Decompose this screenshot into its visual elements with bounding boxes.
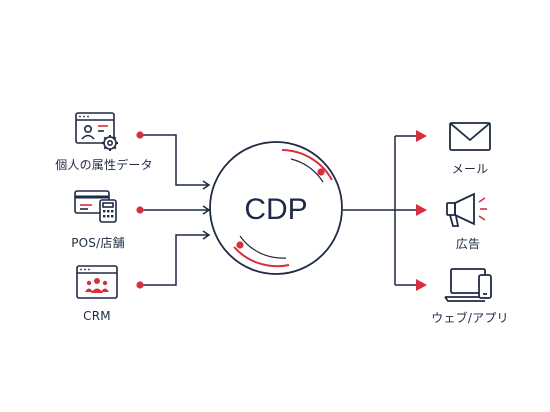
megaphone-icon [446, 192, 487, 227]
channel-label-ads: 広告 [455, 237, 481, 251]
crm-window-icon [76, 265, 118, 299]
profile-gear-icon [75, 112, 118, 151]
output-arrowheads [416, 130, 427, 291]
source-label-crm: CRM [83, 309, 111, 323]
output-connectors [343, 135, 418, 286]
source-label-pos: POS/店舗 [71, 236, 125, 250]
envelope-icon [449, 122, 491, 151]
source-label-attributes: 個人の属性データ [55, 158, 153, 172]
channel-label-mail: メール [451, 162, 489, 176]
channel-label-web-app: ウェブ/アプリ [431, 311, 509, 325]
source-connectors [140, 134, 211, 286]
source-dots [136, 131, 144, 289]
laptop-phone-icon [444, 268, 492, 302]
card-calculator-icon [74, 190, 117, 223]
cdp-ring [209, 141, 343, 275]
cdp-label: CDP [244, 193, 307, 226]
